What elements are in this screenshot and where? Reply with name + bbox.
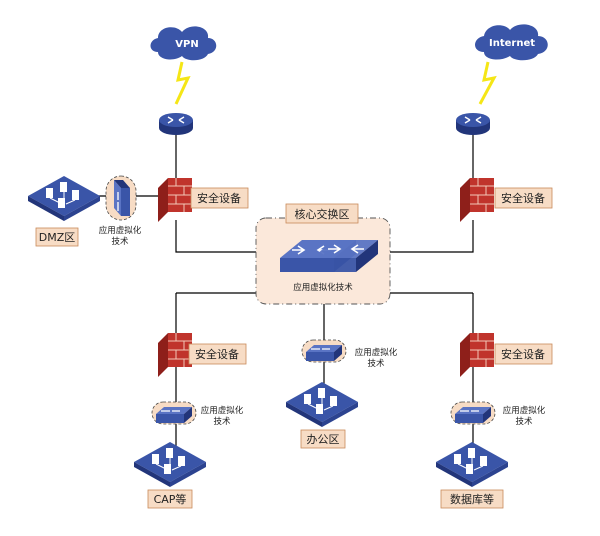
security-label-bottomright: 安全设备 [501, 347, 545, 361]
security-tag-bottomleft [188, 343, 247, 365]
internet-router-icon [455, 112, 491, 136]
office-label: 办公区 [307, 433, 340, 446]
dmz-virt-line2: 技术 [111, 236, 129, 247]
security-label-topleft: 安全设备 [197, 191, 241, 205]
cap-label: CAP等 [154, 492, 187, 506]
firewall-bottomright-icon [459, 332, 495, 378]
security-tag-topright [494, 187, 553, 209]
vpn-router-icon [158, 112, 194, 136]
security-label-bottomleft: 安全设备 [195, 347, 239, 361]
dmz-virt-line1: 应用虚拟化 [99, 225, 142, 236]
office-tag [300, 429, 346, 449]
cap-tag [147, 489, 193, 509]
core-switch-icon [280, 240, 378, 272]
firewall-bottomleft-icon [157, 332, 193, 378]
internet-label: Internet [489, 38, 535, 49]
internet-lightning-icon [478, 61, 497, 105]
firewall-topleft-icon [157, 177, 193, 223]
database-area-icon [435, 441, 509, 488]
core-title: 核心交换区 [295, 207, 350, 221]
database-label: 数据库等 [450, 492, 494, 506]
dmz-switch-icon [113, 179, 131, 217]
office-virt-line1: 应用虚拟化 [355, 347, 398, 358]
security-tag-topleft [190, 187, 249, 209]
cap-virt-line2: 技术 [213, 416, 231, 427]
security-label-topright: 安全设备 [501, 191, 545, 205]
core-label: 应用虚拟化技术 [293, 282, 353, 293]
cap-area-icon [133, 441, 207, 488]
office-virt-line2: 技术 [367, 358, 385, 369]
database-tag [440, 489, 504, 509]
link-right-core [390, 220, 474, 253]
vpn-label: VPN [175, 39, 198, 50]
cap-virt-line1: 应用虚拟化 [201, 405, 244, 416]
security-tag-bottomright [494, 343, 553, 365]
core-title-tag [285, 203, 359, 224]
dmz-label: DMZ区 [39, 231, 76, 244]
internet-cloud: Internet [475, 24, 548, 61]
database-switch-icon [454, 406, 492, 424]
office-area-icon [285, 381, 359, 428]
dmz-tag [35, 227, 79, 247]
link-left-core [175, 220, 260, 253]
vpn-cloud: VPN [150, 26, 217, 61]
database-virt-line1: 应用虚拟化 [503, 405, 546, 416]
firewall-topright-icon [459, 177, 495, 223]
office-switch-icon [305, 344, 343, 362]
vpn-lightning-icon [174, 61, 191, 105]
cap-switch-icon [155, 406, 193, 424]
database-virt-line2: 技术 [515, 416, 533, 427]
dmz-area-icon [27, 175, 101, 222]
